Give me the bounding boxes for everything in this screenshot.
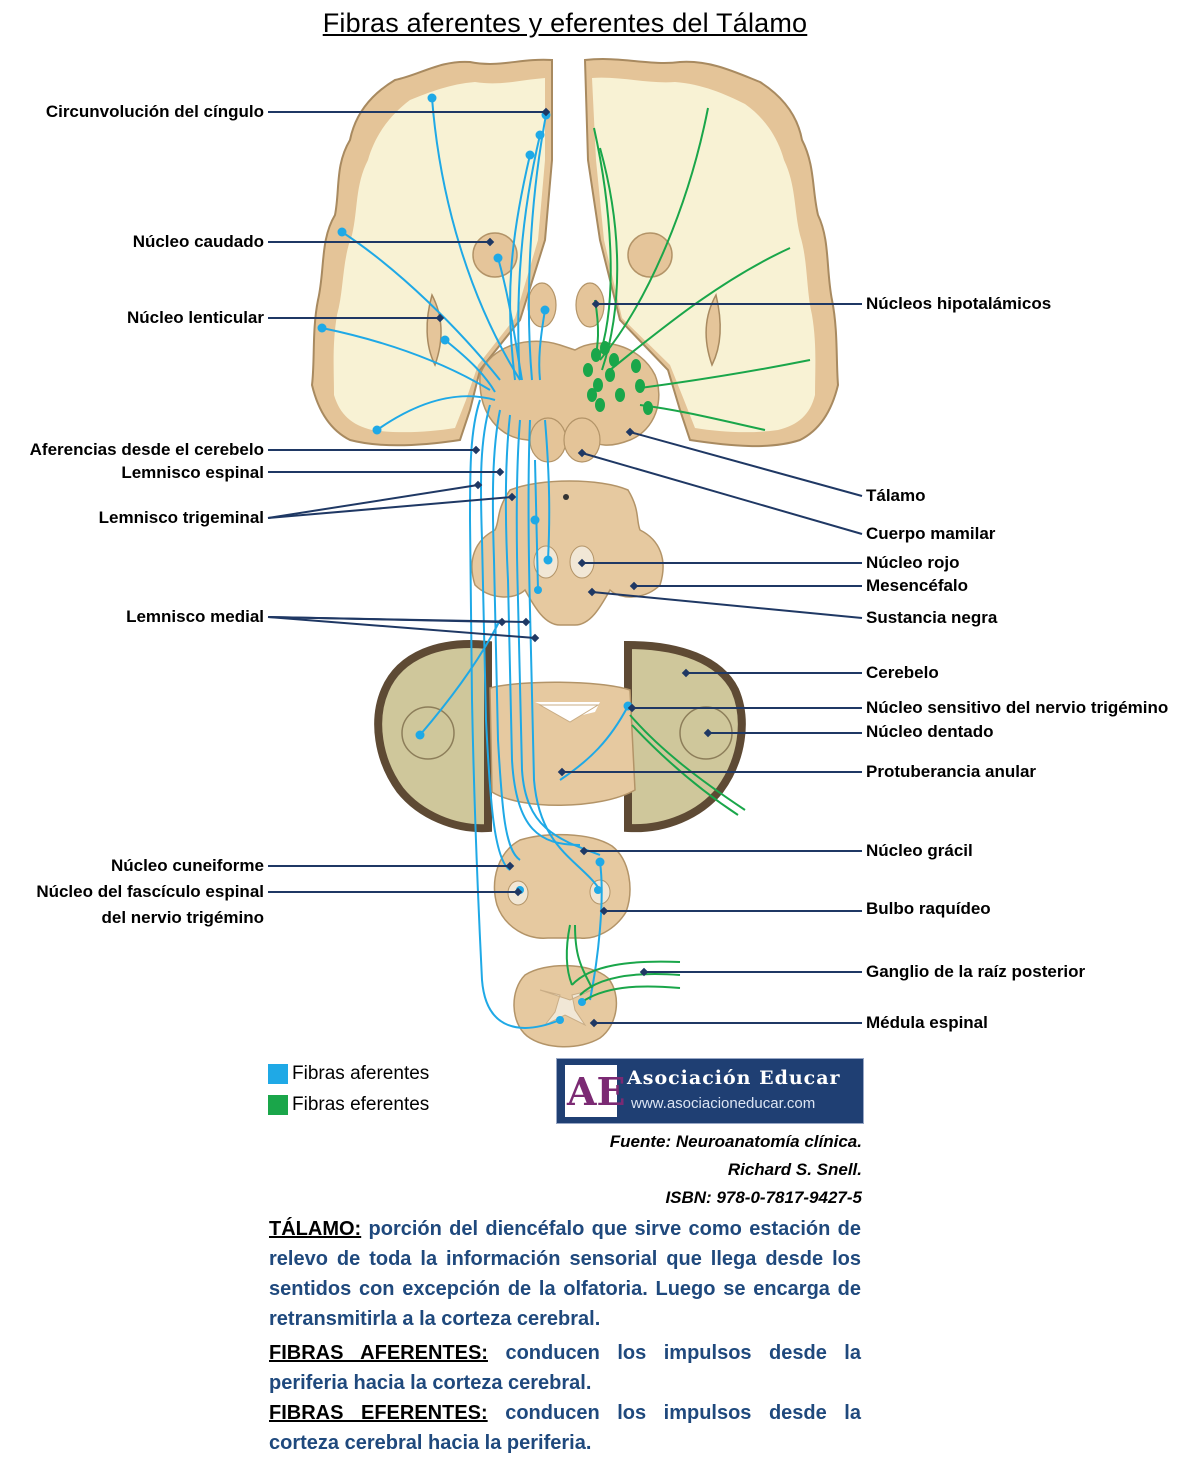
description-efferent: FIBRAS EFERENTES: conducen los impulsos … — [269, 1398, 861, 1458]
description-key-efferent: FIBRAS EFERENTES: — [269, 1402, 488, 1424]
label-lemnisco-medial: Lemnisco medial — [126, 607, 264, 626]
description-text-talamo: porción del diencéfalo que sirve como es… — [269, 1218, 861, 1330]
label-nervio-trigemino: del nervio trigémino — [101, 908, 264, 927]
label-nucleo-fasciculo-espinal: Núcleo del fascículo espinal — [36, 882, 264, 901]
description-talamo: TÁLAMO: porción del diencéfalo que sirve… — [269, 1214, 861, 1334]
legend-swatch-afferent — [268, 1064, 288, 1084]
legend-efferent: Fibras eferentes — [268, 1094, 429, 1116]
afferent-fibers — [321, 97, 629, 1029]
label-ganglio-raiz-posterior: Ganglio de la raíz posterior — [866, 962, 1086, 981]
legend-swatch-efferent — [268, 1095, 288, 1115]
label-sustancia-negra: Sustancia negra — [866, 608, 998, 627]
label-nucleo-gracil: Núcleo grácil — [866, 841, 973, 860]
label-cerebelo: Cerebelo — [866, 663, 939, 682]
efferent-fibers — [565, 107, 811, 1001]
description-text-efferent: conducen los impulsos desde la corteza c… — [269, 1402, 861, 1454]
spinal-cord — [513, 964, 618, 1048]
label-mesencefalo: Mesencéfalo — [866, 576, 969, 595]
label-nucleos-hipotalamicos: Núcleos hipotalámicos — [866, 294, 1052, 313]
label-nucleo-sensitivo-trigemino: Núcleo sensitivo del nervio trigémino — [866, 698, 1169, 717]
leader-markers-left — [435, 107, 551, 897]
legend-afferent: Fibras aferentes — [268, 1063, 429, 1085]
label-nucleo-lenticular: Núcleo lenticular — [127, 308, 264, 327]
description-afferent: FIBRAS AFERENTES: conducen los impulsos … — [269, 1338, 861, 1398]
source-line-2: Richard S. Snell. — [727, 1160, 862, 1179]
cerebellum — [374, 640, 746, 833]
label-nucleo-rojo: Núcleo rojo — [866, 553, 960, 572]
source-line-3: ISBN: 978-0-7817-9427-5 — [665, 1188, 862, 1207]
label-protuberancia-anular: Protuberancia anular — [866, 762, 1037, 781]
caudate-nucleus-right — [627, 232, 673, 278]
efferent-fiber-endings — [583, 341, 653, 415]
leader-markers-right — [557, 299, 713, 1028]
label-medula-espinal: Médula espinal — [866, 1013, 988, 1032]
label-bulbo-raquideo: Bulbo raquídeo — [866, 899, 991, 918]
label-talamo: Tálamo — [866, 486, 926, 505]
description-text-afferent: conducen los impulsos desde la periferia… — [269, 1342, 861, 1394]
page-title: Fibras aferentes y eferentes del Tálamo — [322, 8, 808, 38]
label-nucleo-dentado: Núcleo dentado — [866, 722, 994, 741]
logo-mark: AE — [565, 1065, 625, 1117]
label-cuerpo-mamilar: Cuerpo mamilar — [866, 524, 996, 543]
legend-label-efferent: Fibras eferentes — [292, 1094, 430, 1115]
label-lemnisco-espinal: Lemnisco espinal — [121, 463, 264, 482]
brain-right-hemisphere — [583, 58, 840, 448]
logo-org-name: Asociación Educar — [627, 1067, 841, 1089]
label-nucleo-caudado: Núcleo caudado — [132, 232, 264, 251]
label-aferencias-cerebelo: Aferencias desde el cerebelo — [29, 440, 264, 459]
description-key-afferent: FIBRAS AFERENTES: — [269, 1342, 488, 1364]
asociacion-educar-logo: AE Asociación Educar www.asociacioneduca… — [556, 1058, 864, 1124]
label-lemnisco-trigeminal: Lemnisco trigeminal — [98, 508, 264, 527]
logo-initials: AE — [567, 1069, 626, 1114]
label-nucleo-cuneiforme: Núcleo cuneiforme — [110, 856, 264, 875]
midbrain — [471, 480, 664, 626]
description-key-talamo: TÁLAMO: — [269, 1218, 362, 1240]
leader-lines-right — [562, 303, 863, 1024]
logo-url[interactable]: www.asociacioneducar.com — [631, 1095, 816, 1112]
legend-label-afferent: Fibras aferentes — [292, 1063, 430, 1084]
leader-lines-left — [267, 111, 546, 893]
pons — [489, 681, 636, 806]
source-line-1: Fuente: Neuroanatomía clínica. — [609, 1132, 862, 1151]
label-circunvolucion-cingulo: Circunvolución del cíngulo — [45, 102, 264, 121]
